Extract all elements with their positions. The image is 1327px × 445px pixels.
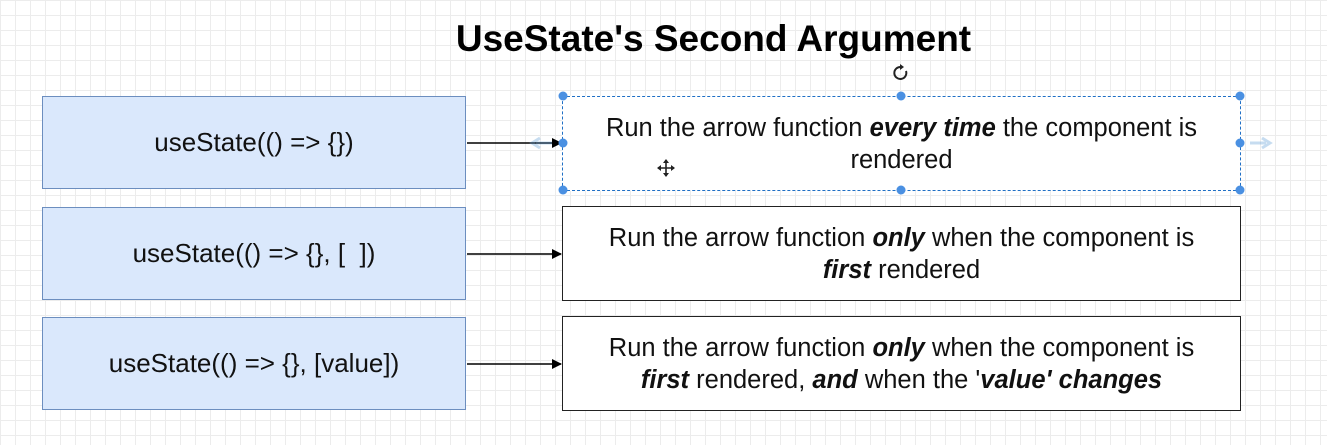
emphasis-text: every time — [869, 113, 996, 142]
text-run: rendered, — [689, 365, 813, 394]
text-run: Run the arrow function — [608, 223, 873, 252]
description-line: first rendered, and when the 'value' cha… — [641, 364, 1162, 396]
usestate-value-deps-box[interactable]: useState(() => {}, [value]) — [42, 317, 466, 410]
text-run: Run the arrow function — [605, 113, 870, 142]
description-line: Run the arrow function every time the co… — [606, 112, 1197, 144]
resize-handle[interactable] — [558, 138, 568, 148]
value-change-description-box[interactable]: Run the arrow function only when the com… — [562, 316, 1241, 411]
usestate-empty-deps-label: useState(() => {}, [ ]) — [132, 238, 376, 268]
emphasis-text: only — [872, 333, 925, 362]
text-run: rendered — [871, 255, 981, 284]
every-render-description-box[interactable]: Run the arrow function every time the co… — [562, 96, 1241, 191]
move-cursor-icon — [657, 159, 675, 177]
emphasis-text: first — [640, 365, 690, 394]
rotate-icon[interactable] — [893, 64, 908, 80]
emphasis-text: value' changes — [980, 365, 1163, 394]
resize-handle[interactable] — [1235, 91, 1245, 101]
text-run: when the component is — [924, 223, 1195, 252]
text-run: when the ' — [857, 365, 981, 394]
description-line: Run the arrow function only when the com… — [609, 222, 1194, 254]
text-run: Run the arrow function — [608, 333, 873, 362]
text-run: when the component is — [924, 333, 1195, 362]
diagram-title: UseState's Second Argument — [455, 18, 972, 59]
emphasis-text: only — [872, 223, 925, 252]
resize-handle[interactable] — [896, 91, 906, 101]
resize-handle[interactable] — [558, 185, 568, 195]
resize-handle[interactable] — [896, 185, 906, 195]
connect-arrow-left-icon[interactable] — [529, 136, 552, 150]
description-line: rendered — [850, 144, 952, 176]
connect-arrow-icon[interactable] — [1250, 136, 1273, 150]
usestate-empty-deps-box[interactable]: useState(() => {}, [ ]) — [42, 207, 466, 300]
selection-handles[interactable] — [558, 91, 1245, 195]
first-render-description-box[interactable]: Run the arrow function only when the com… — [562, 206, 1241, 301]
emphasis-text: first — [822, 255, 871, 284]
resize-handle[interactable] — [558, 91, 568, 101]
usestate-no-deps-box[interactable]: useState(() => {}) — [42, 96, 466, 189]
resize-handle[interactable] — [1235, 185, 1245, 195]
text-run: the component is — [995, 113, 1198, 142]
description-line: first rendered — [823, 254, 980, 286]
emphasis-text: and — [812, 365, 858, 394]
description-line: Run the arrow function only when the com… — [609, 332, 1194, 364]
usestate-no-deps-label: useState(() => {}) — [154, 127, 354, 157]
usestate-value-deps-label: useState(() => {}, [value]) — [108, 348, 400, 378]
text-run: rendered — [850, 145, 953, 174]
resize-handle[interactable] — [1235, 138, 1245, 148]
